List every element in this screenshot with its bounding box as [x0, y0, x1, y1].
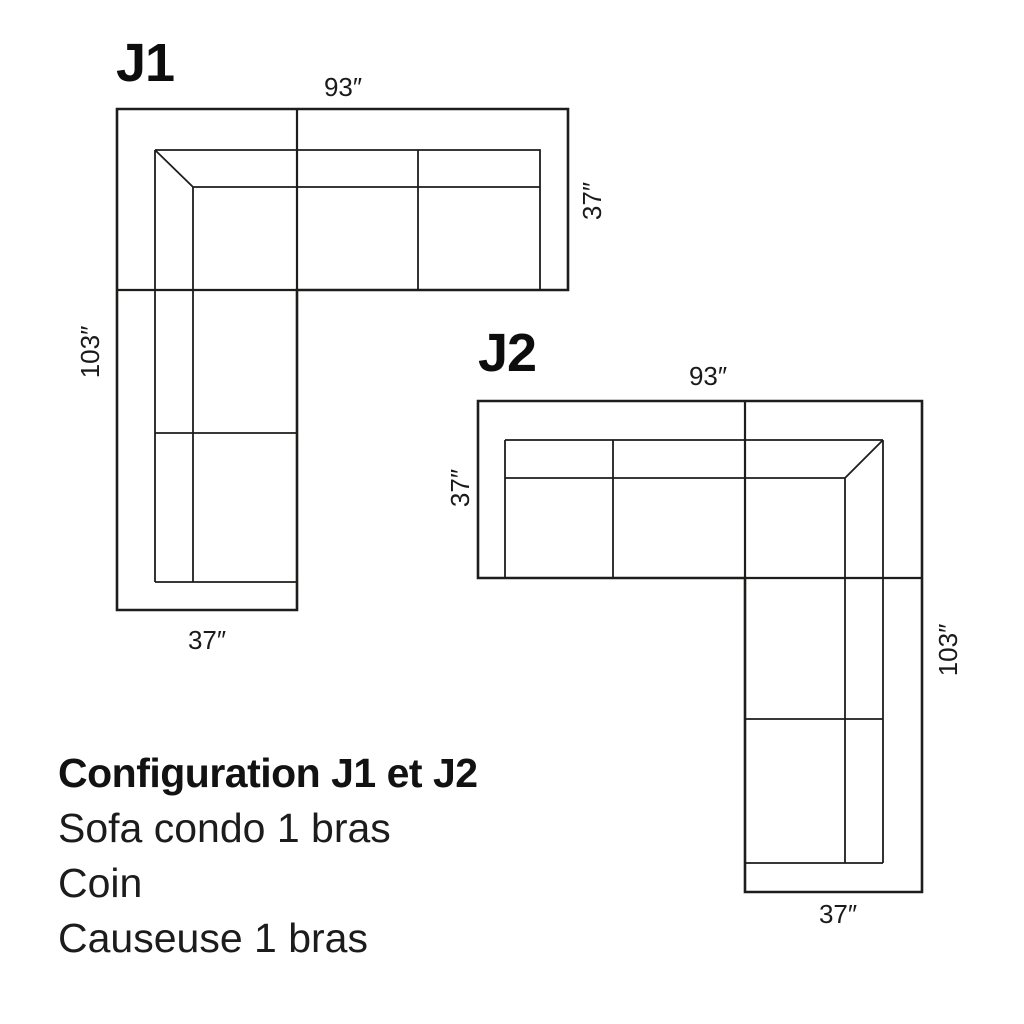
caption-line-causeuse: Causeuse 1 bras — [58, 915, 368, 961]
j2-dimension-top: 93″ — [688, 361, 728, 391]
j1-diagram — [115, 107, 570, 612]
j1-cushion-lines — [154, 149, 541, 583]
caption-line-sofa: Sofa condo 1 bras — [58, 805, 391, 851]
j1-dimension-bottom: 37″ — [187, 625, 227, 655]
j1-dimension-top: 93″ — [323, 72, 363, 102]
j1-corner-section-dividers — [117, 109, 299, 292]
j2-diagram — [476, 399, 924, 894]
caption-title: Configuration J1 et J2 — [58, 750, 478, 796]
caption-line-coin: Coin — [58, 860, 143, 906]
j1-dimension-right: 37″ — [577, 181, 607, 221]
j1-dimension-left: 103″ — [75, 325, 105, 379]
j2-dimension-left: 37″ — [445, 468, 475, 508]
j2-title: J2 — [478, 323, 537, 383]
j1-title: J1 — [116, 33, 175, 93]
j2-outer-outline — [476, 399, 924, 894]
caption-block: Configuration J1 et J2 Sofa condo 1 bras… — [58, 746, 478, 966]
j2-dimension-right: 103″ — [933, 623, 963, 677]
j2-dimension-bottom: 37″ — [818, 899, 858, 929]
j2-cushion-lines — [504, 439, 884, 864]
j2-corner-section-dividers — [743, 401, 922, 580]
